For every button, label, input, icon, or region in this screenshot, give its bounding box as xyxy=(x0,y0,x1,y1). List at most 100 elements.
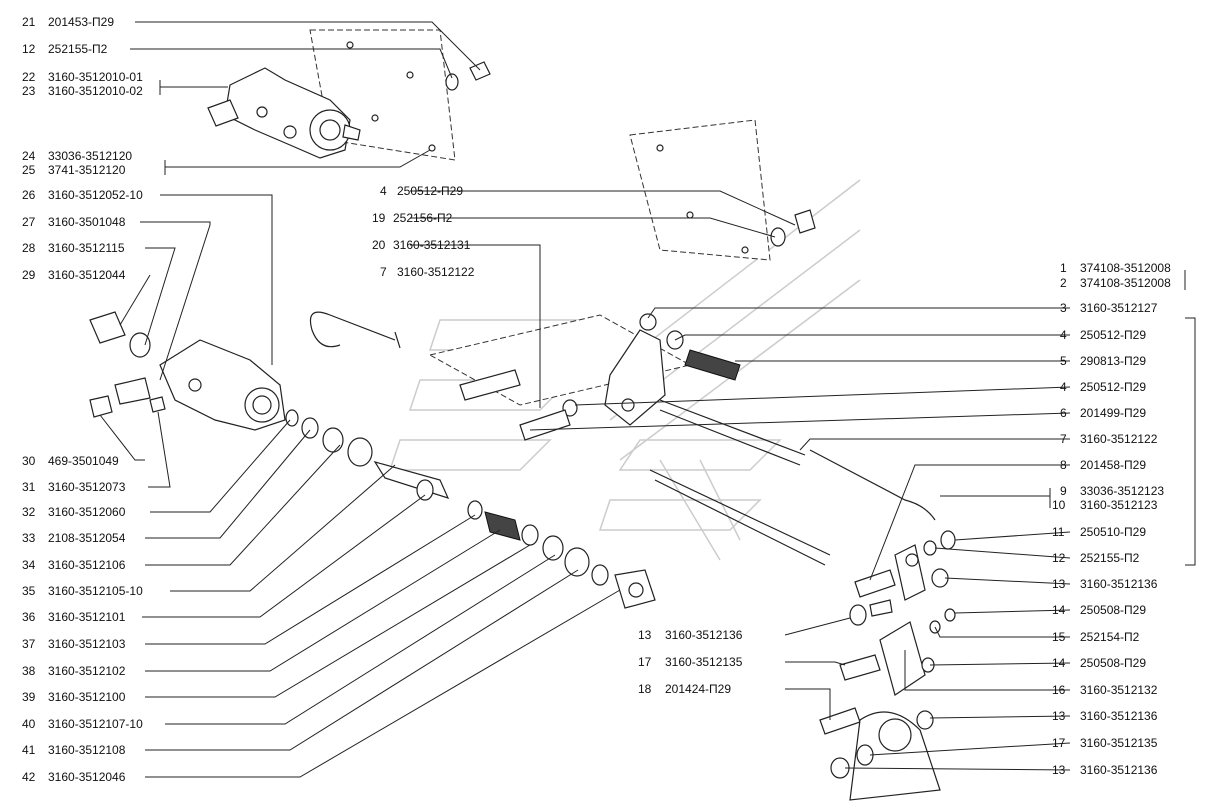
piston-stack xyxy=(285,409,656,609)
callout-number: 38 xyxy=(22,664,36,678)
part-code: 290813-П29 xyxy=(1080,354,1146,368)
callout-number: 12 xyxy=(22,42,36,56)
regulator-body xyxy=(89,311,286,431)
callout-number: 23 xyxy=(22,84,36,98)
part-code: 3160-3512136 xyxy=(1080,709,1158,723)
part-code: 3160-3512108 xyxy=(48,743,126,757)
callout-number: 8 xyxy=(1060,458,1067,472)
part-code: 3160-3512131 xyxy=(393,238,471,252)
callout-number: 17 xyxy=(1052,736,1066,750)
callout-number: 30 xyxy=(22,454,36,468)
callout-number: 20 xyxy=(372,238,386,252)
callout-number: 40 xyxy=(22,717,36,731)
part-code: 3160-3512107-10 xyxy=(48,717,143,731)
part-code: 3160-3512127 xyxy=(1080,301,1158,315)
callout-number: 4 xyxy=(1060,380,1067,394)
callout-number: 24 xyxy=(22,149,36,163)
callout-number: 14 xyxy=(1052,656,1066,670)
part-code: 3160-3512106 xyxy=(48,558,126,572)
part-code: 33036-3512123 xyxy=(1080,484,1164,498)
part-code: 3160-3512101 xyxy=(48,610,126,624)
callout-number: 16 xyxy=(1052,683,1066,697)
part-code: 250512-П29 xyxy=(1080,328,1146,342)
callout-number: 21 xyxy=(22,15,36,29)
callout-number: 13 xyxy=(1052,763,1066,777)
part-code: 250508-П29 xyxy=(1080,603,1146,617)
part-code: 252155-П2 xyxy=(1080,551,1140,565)
callout-number: 11 xyxy=(1052,525,1065,539)
part-code: 3160-3512122 xyxy=(1080,432,1158,446)
part-code: 3160-3512060 xyxy=(48,505,126,519)
callout-number: 3 xyxy=(1060,301,1067,315)
part-code: 3160-3512136 xyxy=(1080,577,1158,591)
callout-number: 41 xyxy=(22,743,36,757)
callout-number: 28 xyxy=(22,241,36,255)
callout-number: 6 xyxy=(1060,406,1067,420)
callout-number: 14 xyxy=(1052,603,1066,617)
part-code: 3160-3512105-10 xyxy=(48,584,143,598)
callout-number: 2 xyxy=(1060,276,1067,290)
part-code: 201424-П29 xyxy=(665,682,731,696)
callout-number: 5 xyxy=(1060,354,1067,368)
part-code: 3160-3512044 xyxy=(48,268,126,282)
callout-number: 1 xyxy=(1060,261,1067,275)
upper-bracket-plate xyxy=(629,119,816,261)
callout-number: 18 xyxy=(638,682,652,696)
part-code: 3160-3512052-10 xyxy=(48,188,143,202)
callout-number: 10 xyxy=(1052,498,1066,512)
part-code: 2108-3512054 xyxy=(48,531,126,545)
part-code: 3160-3512122 xyxy=(397,265,475,279)
callout-number: 26 xyxy=(22,188,36,202)
callout-number: 25 xyxy=(22,163,36,177)
part-code: 3160-3512136 xyxy=(665,628,743,642)
part-code: 201499-П29 xyxy=(1080,406,1146,420)
brake-tubes xyxy=(309,311,936,566)
part-code: 3160-3512135 xyxy=(665,655,743,669)
callout-number: 29 xyxy=(22,268,36,282)
part-code: 374108-3512008 xyxy=(1080,276,1171,290)
callout-number: 12 xyxy=(1052,551,1066,565)
part-code: 3160-3512073 xyxy=(48,480,126,494)
part-code: 3160-3512102 xyxy=(48,664,126,678)
part-code: 374108-3512008 xyxy=(1080,261,1171,275)
callout-number: 39 xyxy=(22,690,36,704)
part-code: 252156-П2 xyxy=(393,211,453,225)
callout-number: 4 xyxy=(1060,328,1067,342)
part-code: 252155-П2 xyxy=(48,42,108,56)
callout-number: 35 xyxy=(22,584,36,598)
callout-number: 7 xyxy=(380,265,387,279)
part-code: 3160-3512046 xyxy=(48,770,126,784)
callout-number: 9 xyxy=(1060,484,1067,498)
part-code: 250512-П29 xyxy=(397,184,463,198)
callout-number: 34 xyxy=(22,558,36,572)
part-code: 3160-3512123 xyxy=(1080,498,1158,512)
lever-assembly xyxy=(428,313,741,441)
callout-number: 27 xyxy=(22,215,36,229)
part-code: 3160-3512010-01 xyxy=(48,70,143,84)
part-code: 250508-П29 xyxy=(1080,656,1146,670)
callout-number: 4 xyxy=(380,184,387,198)
part-code: 3741-3512120 xyxy=(48,163,126,177)
callout-number: 15 xyxy=(1052,630,1066,644)
callout-number: 13 xyxy=(638,628,652,642)
part-code: 252154-П2 xyxy=(1080,630,1140,644)
leader-lines xyxy=(99,21,1196,778)
callout-number: 22 xyxy=(22,70,36,84)
part-code: 3160-3512135 xyxy=(1080,736,1158,750)
part-code: 3160-3512115 xyxy=(48,241,125,255)
part-code: 33036-3512120 xyxy=(48,149,132,163)
callout-number: 13 xyxy=(1052,577,1066,591)
callout-labels: 21 201453-П29 12 252155-П2 22 3160-35120… xyxy=(22,15,1171,784)
part-code: 3160-3512010-02 xyxy=(48,84,143,98)
callout-number: 13 xyxy=(1052,709,1066,723)
part-code: 3160-3512100 xyxy=(48,690,126,704)
callout-number: 42 xyxy=(22,770,36,784)
lower-bracket-assembly xyxy=(819,530,956,801)
part-code: 3160-3512136 xyxy=(1080,763,1158,777)
callout-number: 7 xyxy=(1060,432,1067,446)
upper-valve-assembly xyxy=(207,29,491,161)
callout-number: 33 xyxy=(22,531,36,545)
part-code: 469-3501049 xyxy=(48,454,119,468)
part-code: 3160-3512132 xyxy=(1080,683,1158,697)
